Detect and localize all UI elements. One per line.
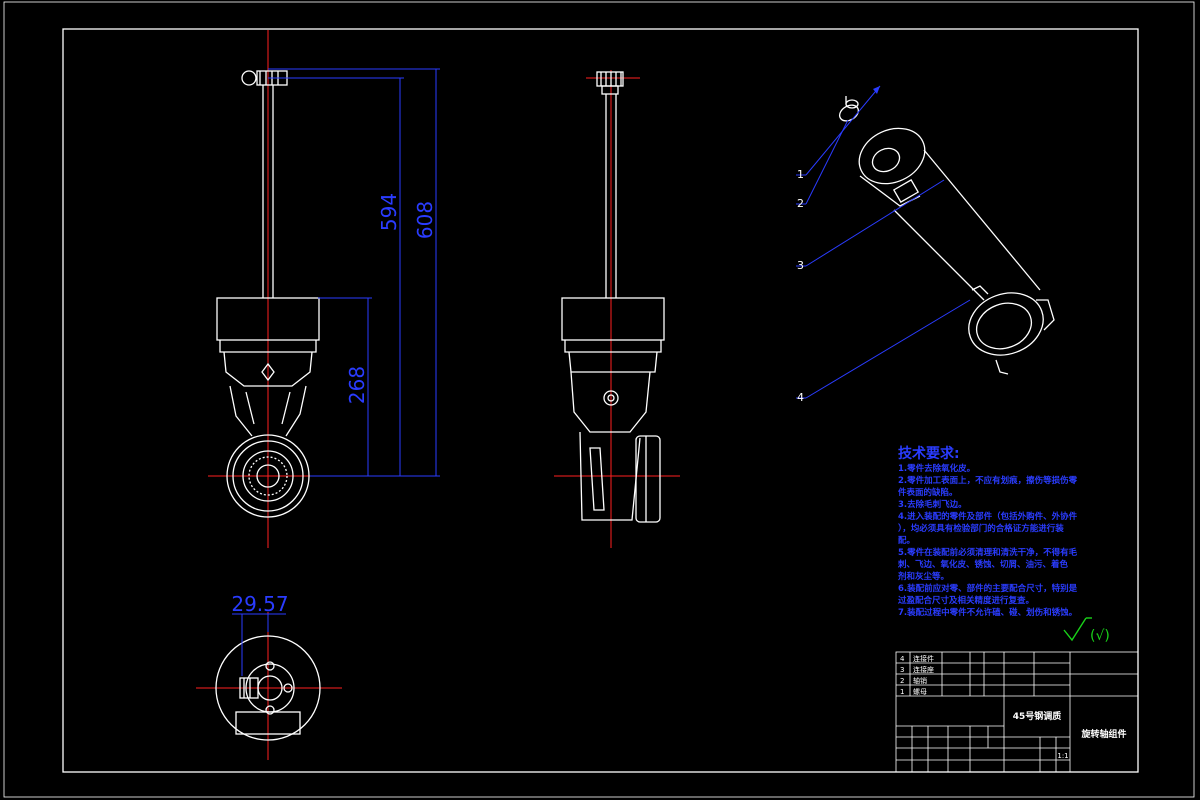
part-number: 1 (900, 688, 904, 696)
tech-req-line: 过盈配合尺寸及相关精度进行复查。 (898, 595, 1034, 606)
side-view (554, 70, 680, 548)
part-number: 3 (900, 666, 904, 674)
iso-upper-bore (871, 147, 901, 173)
dimension-268: 268 (345, 366, 369, 404)
tech-req-line: ），均必须具有检验部门的合格证方能进行装 (898, 523, 1064, 534)
tech-req-line: 7.装配过程中零件不允许磕、碰、划伤和锈蚀。 (898, 607, 1077, 618)
part-name: 螺母 (913, 687, 927, 696)
tech-req-line: 5.零件在装配前必须清理和清洗干净，不得有毛 (898, 547, 1078, 558)
bottom-nut (239, 677, 259, 699)
iso-arm-edge-upper (923, 149, 1041, 291)
front-hub-bolt-circle (242, 450, 294, 502)
part-number: 4 (900, 655, 905, 663)
part-name: 连接件 (913, 654, 934, 663)
side-pin-hole (603, 390, 619, 406)
tech-req-line: 1.零件去除氧化皮。 (898, 463, 975, 474)
scale-value: 1:1 (1057, 752, 1068, 760)
front-view (208, 30, 334, 548)
tech-req-line: 3.去除毛刺飞边。 (898, 499, 967, 510)
part-number: 2 (900, 677, 904, 685)
dimension-29-57: 29.57 (231, 592, 288, 616)
callout-4: 4 (797, 391, 804, 404)
tech-req-line: 6.装配前应对零、部件的主要配合尺寸，特别是 (898, 583, 1078, 594)
tech-req-line: 2.零件加工表面上，不应有划痕，擦伤等损伤零 (898, 475, 1078, 486)
tech-req-title: 技术要求: (898, 445, 960, 462)
part-name: 连接座 (913, 665, 934, 674)
tech-req-line: 刺、飞边、氧化皮、锈蚀、切屑、油污、着色 (897, 559, 1069, 570)
tech-req-line: 4.进入装配的零件及部件（包括外购件、外协件 (898, 511, 1078, 522)
surface-roughness-symbol: (√) (1063, 617, 1110, 644)
tech-req-line: 配。 (898, 536, 915, 546)
dimension-608: 608 (413, 201, 437, 239)
bottom-base (235, 711, 301, 735)
callout-2: 2 (797, 197, 804, 210)
iso-arm-edge-lower (893, 209, 985, 301)
iso-lower-ring (968, 292, 1044, 356)
isometric-view: 1 2 3 4 (796, 85, 1055, 404)
side-housing-body (570, 371, 651, 433)
iso-lower-bore (975, 302, 1033, 350)
technical-requirements: 技术要求: 1.零件去除氧化皮。 2.零件加工表面上，不应有划痕，擦伤等损伤零 … (897, 445, 1078, 618)
front-hub-outer (226, 434, 310, 518)
roughness-text: (√) (1090, 628, 1110, 644)
front-nut (241, 70, 257, 86)
tech-req-line: 剂和灰尘等。 (897, 571, 949, 582)
callout-1: 1 (797, 168, 804, 181)
front-housing-block (216, 297, 320, 341)
front-view-dimensions: 608 594 268 (268, 68, 440, 477)
side-housing-block (561, 297, 665, 341)
sheet-border (62, 28, 1139, 773)
front-housing-taper (223, 351, 313, 387)
title-block: 4 连接件 3 连接座 2 轴销 1 螺母 45号钢调质 旋转轴组件 1:1 (895, 651, 1139, 773)
callout-3: 3 (797, 259, 804, 272)
bottom-outer-circle (215, 635, 321, 741)
dimension-594: 594 (377, 193, 401, 231)
side-joint-cap (635, 435, 661, 523)
sheet-outer-edge (3, 1, 1195, 798)
bottom-view: 29.57 (196, 592, 342, 760)
iso-upper-boss (858, 127, 926, 185)
part-name: 轴销 (913, 676, 927, 685)
material-label: 45号钢调质 (1013, 710, 1062, 722)
drawing-name: 旋转轴组件 (1080, 728, 1126, 740)
front-diamond-mark (261, 362, 275, 382)
tech-req-line: 件表面的缺陷。 (898, 487, 958, 498)
